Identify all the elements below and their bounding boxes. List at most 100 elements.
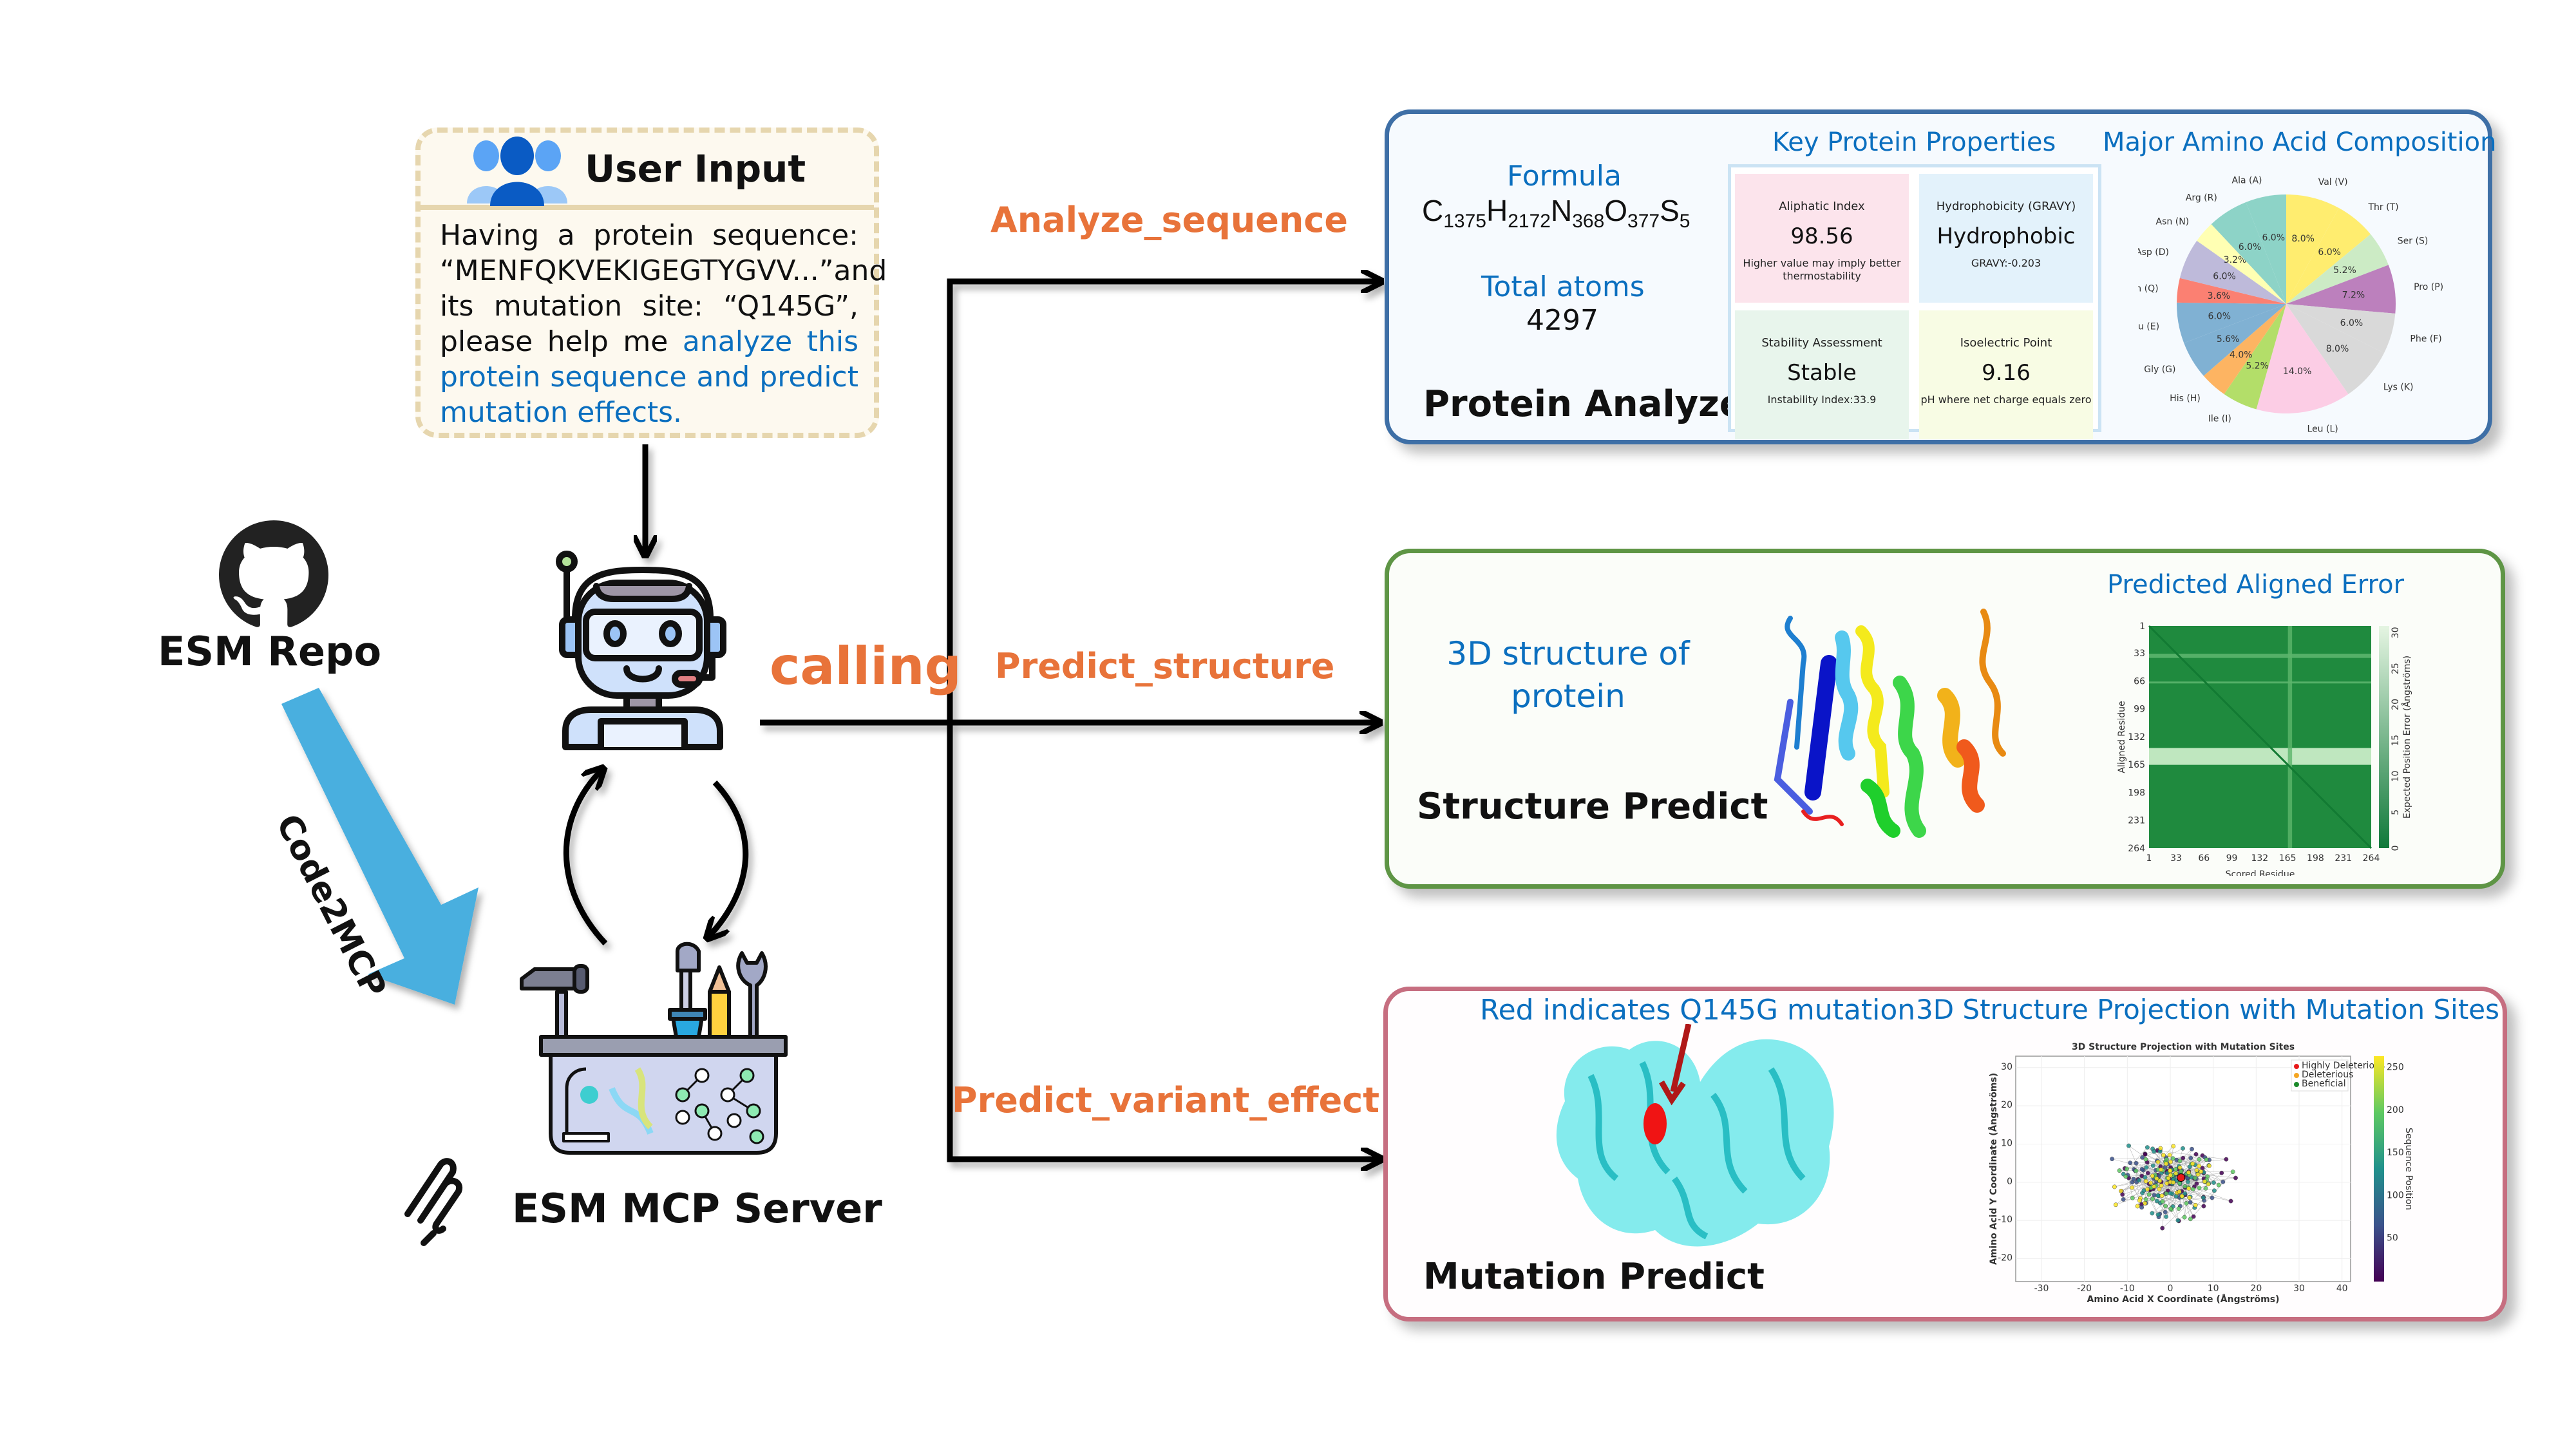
formula-element: O bbox=[1604, 194, 1628, 227]
residue-point bbox=[2190, 1161, 2195, 1166]
mutation-scatter-chart: 3D Structure Projection with Mutation Si… bbox=[1988, 1042, 2414, 1305]
heatmap-x-tick: 165 bbox=[2279, 853, 2297, 864]
heatmap-x-label: Scored Residue bbox=[2226, 869, 2295, 876]
pie-slice bbox=[2286, 265, 2396, 314]
residue-point bbox=[2134, 1160, 2139, 1166]
residue-point bbox=[2163, 1209, 2168, 1215]
pie-slice bbox=[2286, 208, 2371, 304]
formula-subscript: 2172 bbox=[1508, 211, 1551, 232]
pie-slice bbox=[2211, 202, 2286, 304]
users-icon bbox=[467, 137, 567, 206]
residue-point bbox=[2154, 1176, 2159, 1181]
residue-point bbox=[2164, 1214, 2168, 1219]
pie-category-label: Ser (S) bbox=[2398, 236, 2429, 246]
tool-label-predict-variant-effect: Predict_variant_effect bbox=[952, 1080, 1380, 1121]
scatter-y-label: Amino Acid Y Coordinate (Ångströms) bbox=[1988, 1073, 1999, 1265]
residue-point bbox=[2221, 1179, 2226, 1184]
heatmap-y-tick: 132 bbox=[2128, 732, 2145, 743]
scatter-y-tick: -10 bbox=[1998, 1215, 2012, 1225]
heatmap-x-tick: 99 bbox=[2226, 853, 2238, 864]
colorbar-tick: 30 bbox=[2391, 627, 2401, 638]
legend-label: Beneficial bbox=[2302, 1079, 2346, 1089]
legend-marker bbox=[2294, 1073, 2299, 1078]
formula-subscript: 1375 bbox=[1443, 211, 1486, 232]
pie-category-label: Thr (T) bbox=[2367, 202, 2398, 213]
mutation-predict-title: Mutation Predict bbox=[1423, 1256, 1765, 1298]
residue-point bbox=[2159, 1183, 2164, 1188]
formula-subscript: 5 bbox=[1679, 211, 1690, 232]
scatter-x-tick: 30 bbox=[2293, 1283, 2305, 1294]
heatmap-x-tick: 33 bbox=[2170, 853, 2182, 864]
residue-point bbox=[2179, 1193, 2184, 1198]
scatter-inner-title: 3D Structure Projection with Mutation Si… bbox=[2072, 1042, 2295, 1052]
residue-point bbox=[2150, 1211, 2155, 1216]
residue-point bbox=[2152, 1184, 2157, 1189]
structure-caption: 3D structure of protein bbox=[1446, 635, 1690, 715]
residue-point bbox=[2136, 1178, 2141, 1183]
colorbar-tick: 0 bbox=[2391, 846, 2401, 851]
pie-slice bbox=[2177, 278, 2286, 304]
agent-to-server-arrow bbox=[708, 780, 749, 937]
heatmap-y-tick: 231 bbox=[2128, 816, 2145, 826]
heatmap-high-error-band bbox=[2149, 681, 2371, 684]
residue-point bbox=[2130, 1195, 2135, 1200]
residue-point bbox=[2128, 1160, 2133, 1166]
residue-point bbox=[2188, 1217, 2193, 1222]
user-input-box: User Input Having a protein sequence: “M… bbox=[415, 128, 887, 438]
user-input-text: Having a protein sequence: “MENFQKVEKIGE… bbox=[440, 218, 887, 430]
legend-label: Deleterious bbox=[2302, 1070, 2353, 1080]
residue-point bbox=[2164, 1161, 2168, 1166]
pie-slice bbox=[2286, 304, 2384, 395]
heatmap-high-error-column bbox=[2287, 626, 2293, 848]
pae-title: Predicted Aligned Error bbox=[2107, 570, 2405, 600]
heatmap-x-tick: 132 bbox=[2251, 853, 2268, 864]
residue-point bbox=[2150, 1197, 2155, 1202]
residue-point bbox=[2206, 1182, 2211, 1187]
residue-point bbox=[2150, 1163, 2155, 1168]
calling-label: calling bbox=[770, 636, 961, 696]
code2mcp-arrow bbox=[281, 688, 478, 1005]
protein-surface-image bbox=[1556, 1024, 1834, 1247]
residue-point bbox=[2228, 1198, 2233, 1204]
residue-point bbox=[2171, 1180, 2176, 1185]
pie-pct-label: 5.2% bbox=[2333, 265, 2356, 276]
heatmap-y-tick: 1 bbox=[2139, 621, 2145, 632]
residue-point bbox=[2145, 1187, 2150, 1192]
formula-element: S bbox=[1660, 194, 1680, 227]
pie-category-label: Lys (K) bbox=[2383, 383, 2414, 393]
props-title: Key Protein Properties bbox=[1772, 128, 2056, 157]
colorbar-tick: 5 bbox=[2391, 810, 2401, 815]
residue-point bbox=[2140, 1155, 2145, 1160]
residue-point bbox=[2143, 1157, 2148, 1162]
mutation-pointer-arrow bbox=[1670, 1024, 1692, 1093]
pie-pct-label: 6.0% bbox=[2213, 271, 2236, 281]
tool-label-predict-structure: Predict_structure bbox=[995, 646, 1335, 687]
residue-point bbox=[2168, 1206, 2174, 1211]
residue-point bbox=[2143, 1151, 2148, 1157]
scatter-x-tick: -10 bbox=[2120, 1283, 2135, 1294]
heatmap-y-tick: 99 bbox=[2134, 705, 2145, 715]
heatmap-x-tick: 66 bbox=[2198, 853, 2210, 864]
residue-point bbox=[2177, 1180, 2183, 1186]
pie-category-label: His (H) bbox=[2170, 393, 2201, 404]
pie-pct-label: 14.0% bbox=[2283, 366, 2311, 377]
residue-point bbox=[2164, 1191, 2169, 1196]
residue-point bbox=[2192, 1175, 2197, 1180]
residue-point bbox=[2164, 1181, 2170, 1186]
residue-point bbox=[2117, 1168, 2122, 1173]
pie-pct-label: 8.0% bbox=[2291, 234, 2315, 244]
residue-point bbox=[2193, 1151, 2199, 1157]
heatmap-high-error-band bbox=[2149, 654, 2371, 658]
formula-value: C1375H2172N368O377S5 bbox=[1422, 193, 1690, 232]
colorbar-tick: 200 bbox=[2387, 1105, 2404, 1115]
residue-point bbox=[2206, 1163, 2211, 1168]
pie-category-label: Ala (A) bbox=[2232, 175, 2262, 185]
scatter-title: 3D Structure Projection with Mutation Si… bbox=[1916, 994, 2500, 1025]
pie-category-label: Val (V) bbox=[2318, 177, 2348, 187]
pie-category-label: Gln (Q) bbox=[2138, 283, 2159, 294]
heatmap-y-tick: 165 bbox=[2128, 760, 2145, 770]
residue-point bbox=[2113, 1202, 2118, 1208]
residue-point bbox=[2174, 1171, 2179, 1176]
residue-point bbox=[2146, 1192, 2152, 1197]
scatter-x-label: Amino Acid X Coordinate (Ångströms) bbox=[2087, 1294, 2280, 1305]
